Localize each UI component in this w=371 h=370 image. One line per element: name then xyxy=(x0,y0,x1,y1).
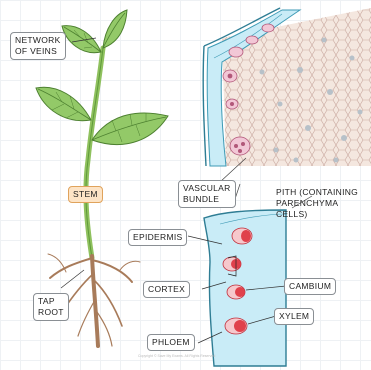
plant-stem xyxy=(86,48,103,258)
cambium-label: CAMBIUM xyxy=(284,278,336,295)
network-of-veins-line-1: NETWORK xyxy=(15,35,61,46)
middle-left-leaf xyxy=(36,87,91,120)
tap-root-label: TAP ROOT xyxy=(33,293,69,321)
epidermis-label-text: EPIDERMIS xyxy=(133,232,182,242)
network-of-veins-label: NETWORK OF VEINS xyxy=(10,32,66,60)
phloem-label: PHLOEM xyxy=(147,334,195,351)
xylem-label: XYLEM xyxy=(274,308,314,325)
cortex-label: CORTEX xyxy=(143,281,190,298)
xylem-label-text: XYLEM xyxy=(279,311,309,321)
upper-left-leaf xyxy=(62,26,101,53)
pith-label: PITH (CONTAINING PARENCHYMA CELLS) xyxy=(276,187,358,220)
copyright-notice: Copyright © Save My Exams. All Rights Re… xyxy=(138,354,215,358)
vascular-bundle-line-2: BUNDLE xyxy=(183,194,231,205)
epidermis-label: EPIDERMIS xyxy=(128,229,187,246)
network-of-veins-line-2: OF VEINS xyxy=(15,46,61,57)
cambium-label-text: CAMBIUM xyxy=(289,281,331,291)
stem-cross-section xyxy=(203,8,371,166)
tap-root-line-1: TAP xyxy=(38,296,64,307)
stem-label-text: STEM xyxy=(73,189,98,199)
tap-root-line-2: ROOT xyxy=(38,307,64,318)
pith-line-3: CELLS) xyxy=(276,209,358,220)
vascular-bundle-line-1: VASCULAR xyxy=(183,183,231,194)
pith-line-1: PITH (CONTAINING xyxy=(276,187,358,198)
cortex-label-text: CORTEX xyxy=(148,284,185,294)
stem-label: STEM xyxy=(68,186,103,203)
pith-line-2: PARENCHYMA xyxy=(276,198,358,209)
right-leaf xyxy=(92,113,168,145)
top-leaf xyxy=(103,10,127,48)
vascular-bundle-label: VASCULAR BUNDLE xyxy=(178,180,236,208)
phloem-label-text: PHLOEM xyxy=(152,337,190,347)
